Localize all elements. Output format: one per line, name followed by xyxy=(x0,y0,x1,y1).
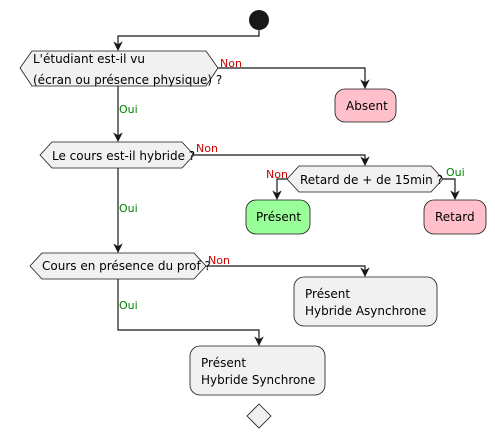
merge-node xyxy=(246,403,272,429)
start-node xyxy=(249,10,269,30)
decision-presence-prof-label: Cours en présence du prof ? xyxy=(42,259,211,273)
action-absent xyxy=(334,88,397,123)
edge-d2-no xyxy=(194,154,370,166)
decision-cours-hybride-label: Le cours est-il hybride ? xyxy=(52,149,195,163)
decision-cours-hybride xyxy=(39,141,195,169)
decision-etudiant-vu xyxy=(19,50,219,87)
action-hybride-asynchrone-line1: Présent xyxy=(305,287,350,301)
decision-etudiant-vu-line2: (écran ou présence physique) ? xyxy=(33,73,222,87)
edge-start-to-d1 xyxy=(113,30,260,51)
edge-label-d4-yes: Oui xyxy=(119,299,138,312)
edge-d3-yes xyxy=(443,178,460,200)
edge-label-d2-yes: Oui xyxy=(119,202,138,215)
edge-label-d4-no: Non xyxy=(208,254,230,267)
decision-etudiant-vu-line1: L'étudiant est-il vu xyxy=(33,52,145,66)
edge-label-d1-no: Non xyxy=(220,57,242,70)
edge-d3-no xyxy=(272,178,287,200)
action-present-label: Présent xyxy=(256,210,301,224)
edge-d1-no xyxy=(218,67,370,89)
action-absent-label: Absent xyxy=(346,99,388,113)
action-retard-label: Retard xyxy=(435,210,475,224)
decision-presence-prof xyxy=(29,252,207,280)
edge-label-d3-no: Non xyxy=(266,168,288,181)
action-hybride-asynchrone xyxy=(293,276,438,327)
edge-d4-yes xyxy=(117,279,264,346)
action-retard xyxy=(423,199,487,235)
decision-retard-15min-label: Retard de + de 15min ? xyxy=(300,173,443,187)
action-present xyxy=(245,199,311,235)
edge-label-d1-yes: Oui xyxy=(119,103,138,116)
edge-label-d2-no: Non xyxy=(196,142,218,155)
edge-d4-no xyxy=(206,265,370,277)
action-hybride-synchrone-line2: Hybride Synchrone xyxy=(201,373,315,387)
action-hybride-asynchrone-line2: Hybride Asynchrone xyxy=(305,304,426,318)
action-hybride-synchrone xyxy=(189,345,326,396)
edge-label-d3-yes: Oui xyxy=(446,166,465,179)
action-hybride-synchrone-line1: Présent xyxy=(201,356,246,370)
